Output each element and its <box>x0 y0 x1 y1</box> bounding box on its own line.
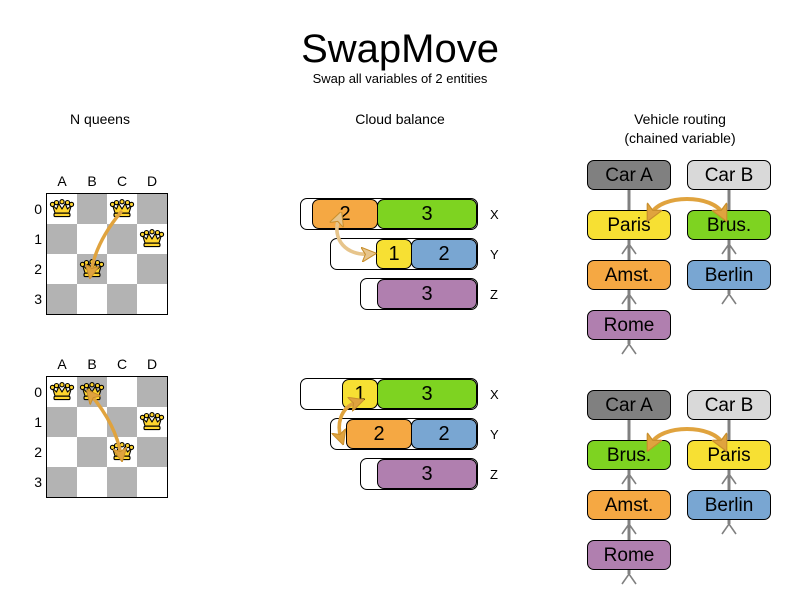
queen-icon-d1[interactable] <box>137 407 167 437</box>
board-rank-label-0: 0 <box>34 201 42 217</box>
column-heading-vrp-line2: (chained variable) <box>624 130 736 146</box>
cloud-process-x-1[interactable]: 3 <box>377 379 477 409</box>
vrp-node-after-b1[interactable]: Paris <box>687 440 771 470</box>
column-heading-vrp-line1: Vehicle routing <box>634 111 726 127</box>
board-cell-a3[interactable] <box>47 467 77 497</box>
board-rank-label-3: 3 <box>34 291 42 307</box>
vrp-node-before-a2[interactable]: Amst. <box>587 260 671 290</box>
page-title: SwapMove <box>301 27 499 71</box>
vrp-node-after-a1[interactable]: Brus. <box>587 440 671 470</box>
cloud-process-group: 3 <box>377 459 477 489</box>
board-file-label-d: D <box>146 356 158 372</box>
cloud-computer-row-z[interactable]: 3 <box>360 458 478 490</box>
vrp-node-before-a3[interactable]: Rome <box>587 310 671 340</box>
board-cell-c3[interactable] <box>107 467 137 497</box>
board-cell-a1[interactable] <box>47 224 77 254</box>
cloud-computer-row-z[interactable]: 3 <box>360 278 478 310</box>
board-file-label-b: B <box>87 173 97 189</box>
queen-icon-a0[interactable] <box>47 194 77 224</box>
vrp-node-after-b2[interactable]: Berlin <box>687 490 771 520</box>
page-subtitle: Swap all variables of 2 entities <box>312 71 488 86</box>
column-heading-nqueens: N queens <box>70 111 130 127</box>
board-cell-d2[interactable] <box>137 437 167 467</box>
board-file-label-c: C <box>116 356 128 372</box>
board-rank-label-3: 3 <box>34 474 42 490</box>
cloud-row-label-x: X <box>490 207 499 222</box>
board-cell-a3[interactable] <box>47 284 77 314</box>
board-cell-d0[interactable] <box>137 377 167 407</box>
board-cell-c3[interactable] <box>107 284 137 314</box>
board-cell-d3[interactable] <box>137 467 167 497</box>
board-rank-label-2: 2 <box>34 444 42 460</box>
board-file-label-a: A <box>57 173 67 189</box>
cloud-process-z-0[interactable]: 3 <box>377 459 477 489</box>
board-cell-b3[interactable] <box>77 284 107 314</box>
queen-icon-d1[interactable] <box>137 224 167 254</box>
vrp-node-after-a2[interactable]: Amst. <box>587 490 671 520</box>
board-rank-label-0: 0 <box>34 384 42 400</box>
board-cell-a2[interactable] <box>47 437 77 467</box>
board-file-label-d: D <box>146 173 158 189</box>
board-cell-d2[interactable] <box>137 254 167 284</box>
queen-icon-a0[interactable] <box>47 377 77 407</box>
vrp-node-after-a0[interactable]: Car A <box>587 390 671 420</box>
vrp-node-before-a0[interactable]: Car A <box>587 160 671 190</box>
vrp-node-after-b0[interactable]: Car B <box>687 390 771 420</box>
cloud-row-label-z: Z <box>490 287 498 302</box>
board-file-label-b: B <box>87 356 97 372</box>
column-heading-cloud-balance: Cloud balance <box>355 111 445 127</box>
board-file-label-a: A <box>57 356 67 372</box>
board-rank-label-2: 2 <box>34 261 42 277</box>
cloud-process-y-1[interactable]: 2 <box>411 239 477 269</box>
cloud-row-label-y: Y <box>490 247 499 262</box>
vrp-node-before-b2[interactable]: Berlin <box>687 260 771 290</box>
cloud-process-y-0[interactable]: 1 <box>376 239 412 269</box>
column-heading-vehicle-routing: Vehicle routing (chained variable) <box>580 110 780 148</box>
board-cell-d3[interactable] <box>137 284 167 314</box>
board-rank-label-1: 1 <box>34 414 42 430</box>
cloud-row-label-x: X <box>490 387 499 402</box>
board-cell-b3[interactable] <box>77 467 107 497</box>
cloud-process-group: 3 <box>377 279 477 309</box>
board-file-label-c: C <box>116 173 128 189</box>
cloud-row-label-y: Y <box>490 427 499 442</box>
vrp-node-before-b0[interactable]: Car B <box>687 160 771 190</box>
board-rank-label-1: 1 <box>34 231 42 247</box>
vrp-node-after-a3[interactable]: Rome <box>587 540 671 570</box>
board-cell-d0[interactable] <box>137 194 167 224</box>
board-cell-a1[interactable] <box>47 407 77 437</box>
cloud-process-x-1[interactable]: 3 <box>377 199 477 229</box>
cloud-row-label-z: Z <box>490 467 498 482</box>
board-cell-a2[interactable] <box>47 254 77 284</box>
cloud-process-y-1[interactable]: 2 <box>411 419 477 449</box>
chessboard-grid <box>46 193 168 315</box>
cloud-process-z-0[interactable]: 3 <box>377 279 477 309</box>
